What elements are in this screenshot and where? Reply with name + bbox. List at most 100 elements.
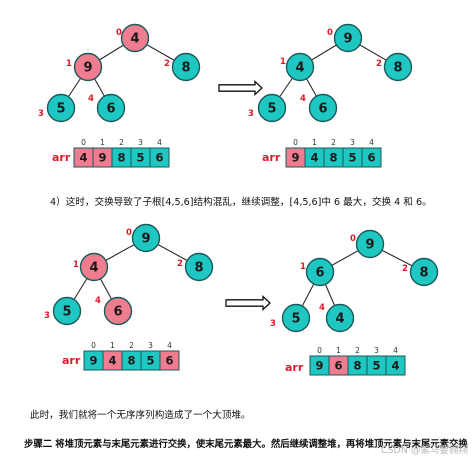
transition-arrows xyxy=(218,80,271,311)
tree-node-value: 6 xyxy=(106,102,115,117)
tree-node-circle xyxy=(73,52,103,82)
tree-node-index: 1 xyxy=(66,59,72,69)
tree-node-circle xyxy=(308,93,338,123)
array-index: 4 xyxy=(369,138,374,147)
tree-node: 53 xyxy=(248,93,287,123)
array-index: 1 xyxy=(100,138,105,147)
array-cell xyxy=(159,350,180,371)
array-cell-value: 9 xyxy=(98,151,106,165)
tree-node-value: 5 xyxy=(291,312,300,327)
tree-node-value: 4 xyxy=(335,312,344,327)
tree-node-circle xyxy=(285,52,315,82)
tree-node-circle xyxy=(46,93,76,123)
tree-node-index: 0 xyxy=(126,228,132,238)
array-index: 1 xyxy=(110,341,115,350)
array-cell-value: 5 xyxy=(136,151,144,165)
tree-node-circle xyxy=(333,23,363,53)
array-index: 4 xyxy=(167,341,172,350)
tree-node-value: 8 xyxy=(181,61,190,76)
array-index: 0 xyxy=(81,138,86,147)
tree-node: 41 xyxy=(73,252,109,282)
tree-node-circle xyxy=(52,296,82,326)
tree-node-circle xyxy=(131,223,161,253)
tree-node-value: 4 xyxy=(130,32,139,47)
tree-node: 64 xyxy=(300,93,338,123)
tree-node-index: 1 xyxy=(280,57,286,67)
array-cell xyxy=(361,147,382,168)
tree-node: 61 xyxy=(300,257,335,287)
arrow-shape xyxy=(225,295,271,311)
tree-node-circle xyxy=(184,252,214,282)
step2-text: 将堆顶元素与末尾元素进行交换，使末尾元素最大。然后继续调整堆，再将堆顶元素与末尾… xyxy=(55,439,468,450)
tree-node-value: 9 xyxy=(365,238,374,253)
tree-node-index: 0 xyxy=(327,28,333,38)
tree-node: 44 xyxy=(319,303,355,333)
array-label: arr xyxy=(262,151,281,164)
array-cell xyxy=(385,355,406,376)
array-cell-value: 5 xyxy=(146,354,154,368)
tree-node-circle xyxy=(325,303,355,333)
tree-node-index: 4 xyxy=(88,94,94,104)
tree-node: 90 xyxy=(327,23,363,53)
tree-node: 53 xyxy=(38,93,76,123)
tree-node-circle xyxy=(103,296,133,326)
array-index: 1 xyxy=(312,138,317,147)
array-cell-value: 9 xyxy=(89,354,97,368)
tree-node-index: 3 xyxy=(44,311,50,321)
array-index: 2 xyxy=(331,138,336,147)
array-cell-value: 8 xyxy=(127,354,135,368)
array-cell-value: 4 xyxy=(108,354,116,368)
array-label: arr xyxy=(62,354,81,367)
tree-node-index: 4 xyxy=(95,296,101,306)
tree-node-circle xyxy=(96,93,126,123)
tree-node-circle xyxy=(355,229,385,259)
array-cell-value: 4 xyxy=(310,151,318,165)
array-label: arr xyxy=(52,151,71,164)
step2-label: 步骤二 xyxy=(24,439,53,450)
tree-node-circle xyxy=(79,252,109,282)
array-cell-value: 4 xyxy=(79,151,87,165)
tree-node: 82 xyxy=(177,252,214,282)
caption-done: 此时，我们就将一个无序序列构造成了一个大顶堆。 xyxy=(30,410,251,421)
tree-node-index: 2 xyxy=(164,59,170,69)
array-index: 0 xyxy=(317,346,322,355)
tree-node-value: 9 xyxy=(343,32,352,47)
array-cell xyxy=(149,147,170,168)
watermark: CSDN @紫马要翱翔 xyxy=(380,445,468,456)
tree-node-value: 9 xyxy=(141,232,150,247)
tree-node: 53 xyxy=(270,303,311,333)
array-index: 3 xyxy=(148,341,153,350)
tree-node: 82 xyxy=(164,52,201,82)
array-index: 2 xyxy=(119,138,124,147)
array-cell-value: 5 xyxy=(372,359,380,373)
array-index: 1 xyxy=(336,346,341,355)
array-index: 3 xyxy=(138,138,143,147)
tree-node-circle xyxy=(120,23,150,53)
tree-node-value: 8 xyxy=(393,61,402,76)
tree-node: 53 xyxy=(44,296,82,326)
array-cell-value: 9 xyxy=(315,359,323,373)
array-cell-value: 8 xyxy=(117,151,125,165)
tree-node-value: 5 xyxy=(267,102,276,117)
tree-node-index: 3 xyxy=(248,109,254,119)
tree-node: 41 xyxy=(280,52,315,82)
tree-node-value: 6 xyxy=(113,305,122,320)
tree-node: 90 xyxy=(350,229,385,259)
tree-node-value: 5 xyxy=(56,102,65,117)
transition-arrow-2 xyxy=(225,295,271,311)
caption-step2: 步骤二 将堆顶元素与末尾元素进行交换，使末尾元素最大。然后继续调整堆，再将堆顶元… xyxy=(24,436,468,450)
tree-node-circle xyxy=(281,303,311,333)
tree-node-index: 4 xyxy=(300,94,306,104)
array-label: arr xyxy=(285,361,304,374)
tree-node-index: 2 xyxy=(177,259,183,269)
tree-node-circle xyxy=(171,52,201,82)
tree-node-index: 1 xyxy=(73,260,79,270)
tree-node-value: 8 xyxy=(419,266,428,281)
